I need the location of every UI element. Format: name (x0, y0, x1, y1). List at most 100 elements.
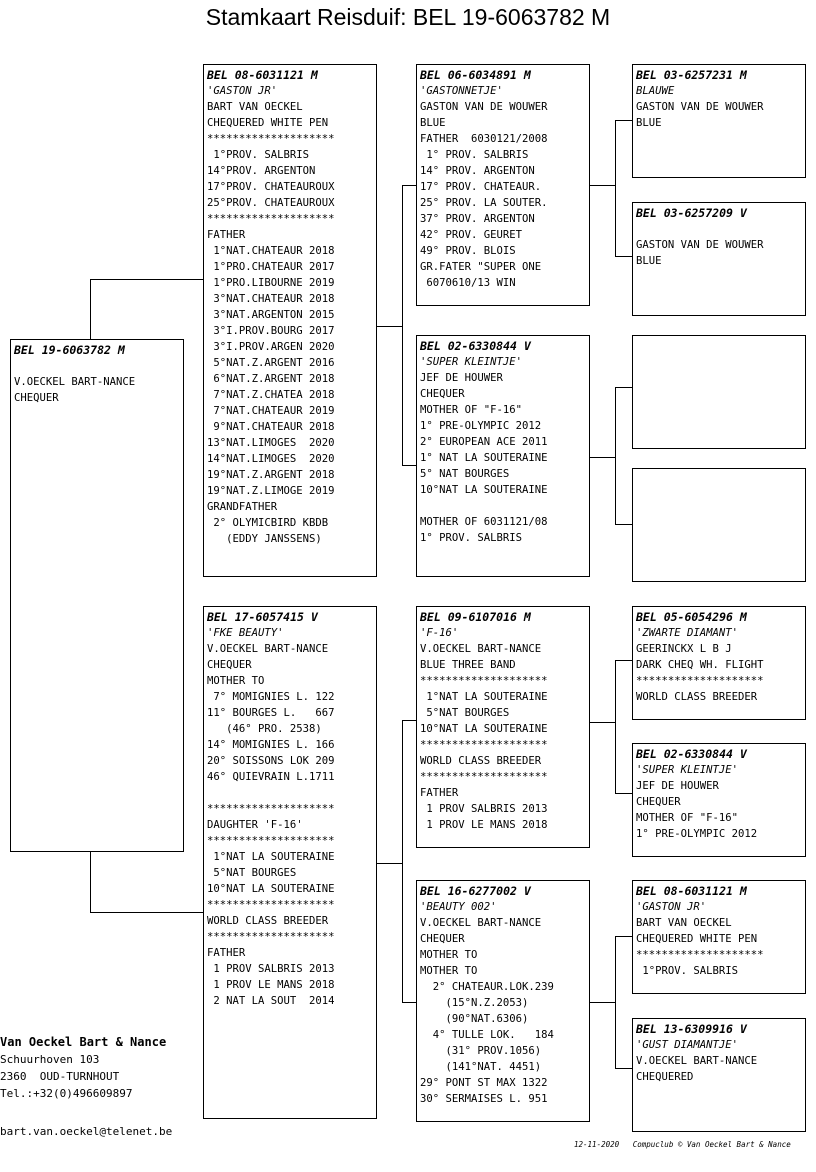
card-line: CHEQUER (420, 388, 465, 400)
card-line: JEF DE HOUWER (636, 780, 719, 792)
card-line: 1 PROV LE MANS 2018 (207, 979, 335, 991)
card-line: MOTHER TO (420, 965, 478, 977)
card-line: 1°PRO.CHATEAUR 2017 (207, 261, 335, 273)
ggp-card-6: BEL 02-6330844 V'SUPER KLEINTJE'JEF DE H… (632, 743, 806, 857)
connector (615, 387, 616, 524)
card-line: 25° PROV. LA SOUTER. (420, 197, 548, 209)
card-line: 19°NAT.Z.ARGENT 2018 (207, 469, 335, 481)
pigeon-name: 'ZWARTE DIAMANT' (636, 627, 739, 639)
card-line: ******************** (207, 803, 335, 815)
card-line: 1° PRE-OLYMPIC 2012 (636, 828, 758, 840)
pigeon-name: 'F-16' (420, 627, 459, 639)
card-line: JEF DE HOUWER (420, 372, 503, 384)
card-line: GASTON VAN DE WOUWER (420, 101, 548, 113)
connector (402, 185, 403, 465)
card-line: 20° SOISSONS LOK 209 (207, 755, 335, 767)
card-line: 1°NAT.CHATEAUR 2018 (207, 245, 335, 257)
card-line: (141°NAT. 4451) (420, 1061, 542, 1073)
card-line: 3°I.PROV.ARGEN 2020 (207, 341, 335, 353)
card-line: CHEQUER (420, 933, 465, 945)
card-line: 4° TULLE LOK. 184 (420, 1029, 554, 1041)
card-line: 14°PROV. ARGENTON (207, 165, 316, 177)
pigeon-name: 'GASTONNETJE' (420, 85, 503, 97)
owner-name: Van Oeckel Bart & Nance (0, 1035, 167, 1049)
connector (615, 256, 633, 257)
card-line: 7°NAT.Z.CHATEA 2018 (207, 389, 335, 401)
connector (90, 851, 91, 912)
card-line: (90°NAT.6306) (420, 1013, 529, 1025)
maternal-grandmother-card: BEL 16-6277002 V'BEAUTY 002'V.OECKEL BAR… (416, 880, 590, 1122)
card-line: BLUE (636, 255, 662, 267)
connector (589, 185, 615, 186)
card-line: (46° PRO. 2538) (207, 723, 322, 735)
card-line (636, 221, 802, 237)
card-line: 6°NAT.Z.ARGENT 2018 (207, 373, 335, 385)
card-line (207, 785, 373, 801)
card-line: 2° EUROPEAN ACE 2011 (420, 436, 548, 448)
card-line: GR.FATER "SUPER ONE (420, 261, 542, 273)
card-line: 5°NAT BOURGES (420, 707, 510, 719)
card-line: ******************** (420, 739, 548, 751)
card-line: ******************** (207, 835, 335, 847)
connector (615, 793, 633, 794)
card-line: BART VAN OECKEL (636, 917, 732, 929)
card-line: 2 NAT LA SOUT 2014 (207, 995, 335, 1007)
card-line: ******************** (420, 675, 548, 687)
pigeon-name: 'SUPER KLEINTJE' (420, 356, 523, 368)
card-line: 10°NAT LA SOUTERAINE (420, 723, 548, 735)
owner-block: Van Oeckel Bart & Nance Schuurhoven 103 … (0, 1034, 166, 1102)
connector (615, 524, 633, 525)
owner-email: bart.van.oeckel@telenet.be (0, 1125, 173, 1138)
connector (615, 1068, 633, 1069)
card-line: ******************** (636, 949, 764, 961)
ring-number: BEL 02-6330844 V (420, 339, 531, 353)
card-line: CHEQUER (207, 659, 252, 671)
card-line: MOTHER TO (420, 949, 478, 961)
card-line: V.OECKEL BART-NANCE (420, 917, 542, 929)
owner-city: 2360 OUD-TURNHOUT (0, 1070, 120, 1083)
card-line: ******************** (207, 931, 335, 943)
ring-number: BEL 08-6031121 M (207, 68, 318, 82)
mother-card: BEL 17-6057415 V'FKE BEAUTY'V.OECKEL BAR… (203, 606, 377, 1119)
card-line: 1°PRO.LIBOURNE 2019 (207, 277, 335, 289)
card-line: 9°NAT.CHATEAUR 2018 (207, 421, 335, 433)
connector (90, 279, 204, 280)
card-line: 3°NAT.ARGENTON 2015 (207, 309, 335, 321)
card-line: 14°NAT.LIMOGES 2020 (207, 453, 335, 465)
card-line: CHEQUERED (636, 1071, 694, 1083)
card-line: CHEQUER (636, 796, 681, 808)
card-line: 3°NAT.CHATEAUR 2018 (207, 293, 335, 305)
card-line: 17°PROV. CHATEAUROUX (207, 181, 335, 193)
card-line: 5° NAT BOURGES (420, 468, 510, 480)
connector (615, 936, 633, 937)
card-line: 19°NAT.Z.LIMOGE 2019 (207, 485, 335, 497)
card-line (14, 358, 180, 374)
card-line: 1 PROV SALBRIS 2013 (207, 963, 335, 975)
card-line: 1°PROV. SALBRIS (207, 149, 310, 161)
card-line (420, 498, 586, 514)
ring-number: BEL 03-6257209 V (636, 206, 747, 220)
father-card: BEL 08-6031121 M'GASTON JR'BART VAN OECK… (203, 64, 377, 577)
connector (402, 720, 403, 1002)
ring-number: BEL 08-6031121 M (636, 884, 747, 898)
card-line: 5°NAT.Z.ARGENT 2016 (207, 357, 335, 369)
card-line: 2° OLYMICBIRD KBDB (207, 517, 329, 529)
card-line: V.OECKEL BART-NANCE (14, 376, 136, 388)
connector (615, 660, 616, 793)
card-line: 14° MOMIGNIES L. 166 (207, 739, 335, 751)
connector (402, 465, 417, 466)
ggp-card-8: BEL 13-6309916 V'GUST DIAMANTJE'V.OECKEL… (632, 1018, 806, 1132)
card-line: CHEQUERED WHITE PEN (207, 117, 329, 129)
card-line: 2° CHATEAUR.LOK.239 (420, 981, 554, 993)
card-line: GEERINCKX L B J (636, 643, 732, 655)
card-line: 1° PROV. SALBRIS (420, 532, 523, 544)
card-line: 10°NAT LA SOUTERAINE (420, 484, 548, 496)
card-line: 1° NAT LA SOUTERAINE (420, 452, 548, 464)
ring-number: BEL 03-6257231 M (636, 68, 747, 82)
card-line: MOTHER OF "F-16" (420, 404, 523, 416)
ring-number: BEL 06-6034891 M (420, 68, 531, 82)
card-line: GRANDFATHER (207, 501, 278, 513)
card-line: MOTHER OF "F-16" (636, 812, 739, 824)
card-line: BLUE (636, 117, 662, 129)
